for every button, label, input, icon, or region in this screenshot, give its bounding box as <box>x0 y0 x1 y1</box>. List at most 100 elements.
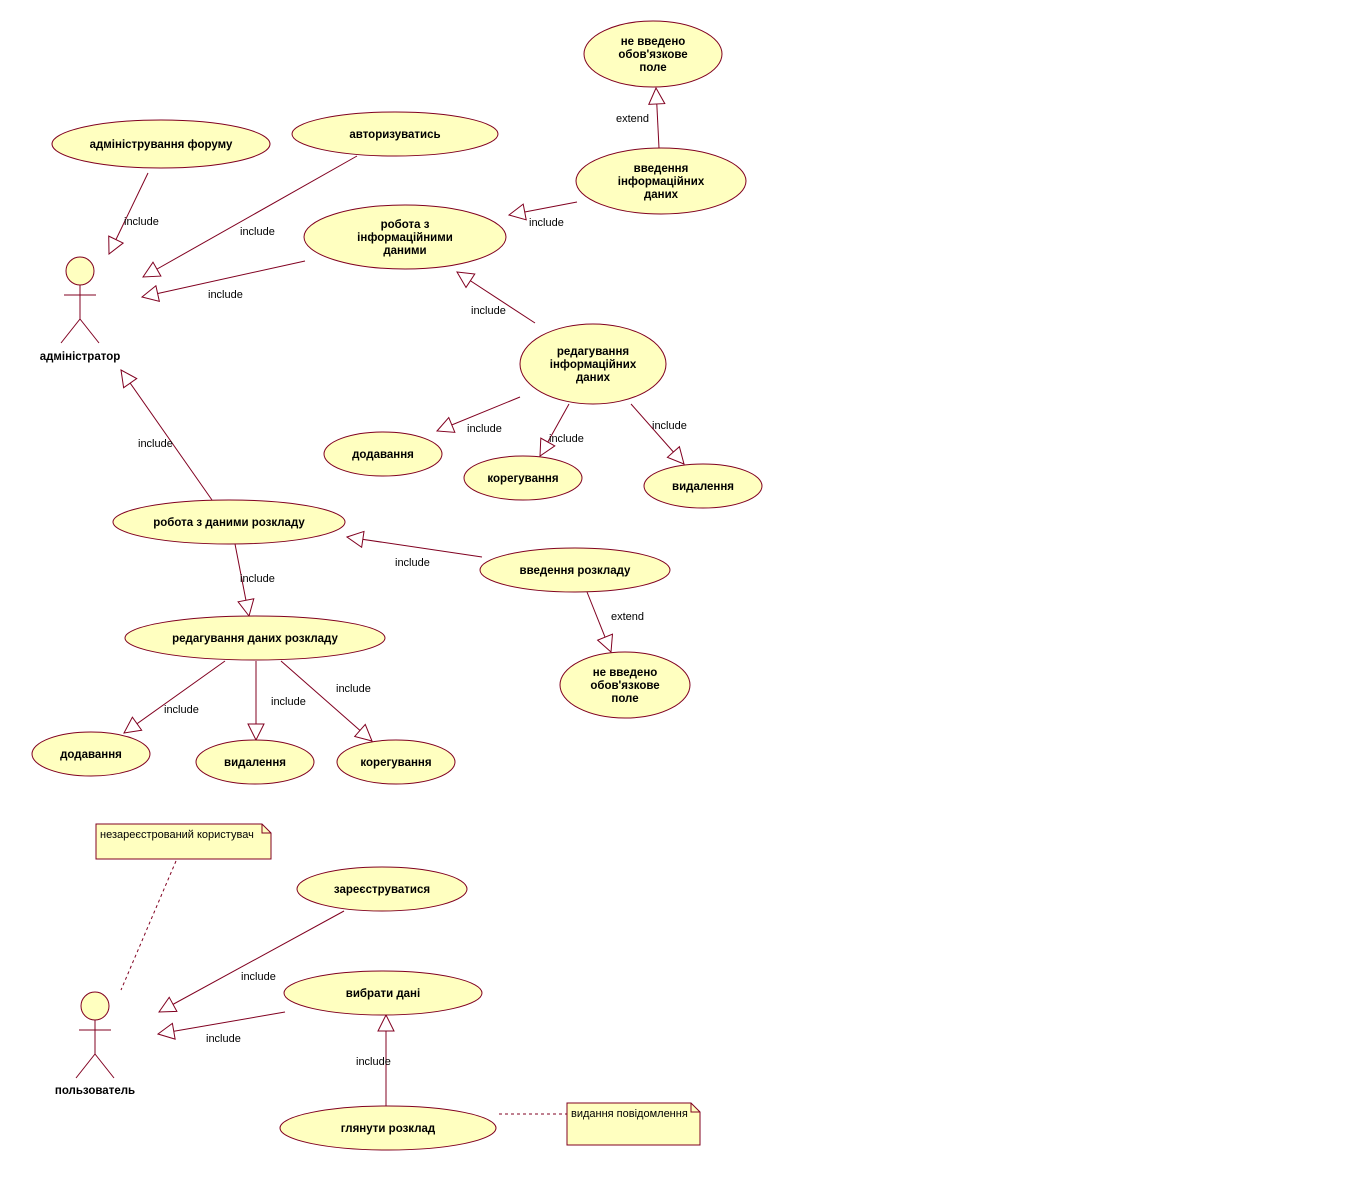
relation-include-7[interactable]: include <box>435 396 521 435</box>
usecase-label: введення розкладу <box>520 565 632 577</box>
relation-include-18[interactable]: include <box>156 1011 286 1045</box>
hollow-triangle-arrowhead <box>142 261 162 278</box>
actor-name: пользователь <box>55 1085 135 1097</box>
usecase-label: не введено <box>593 667 658 679</box>
usecase-label: видалення <box>672 481 734 493</box>
relation-include-12[interactable]: include <box>234 543 275 618</box>
usecase-label: інформаційними <box>357 232 453 244</box>
relation-include-14[interactable]: include <box>123 660 226 734</box>
usecase-add2[interactable]: додавання <box>31 731 151 777</box>
hollow-triangle-arrowhead <box>507 203 527 221</box>
usecase-enter-schedule[interactable]: введення розкладу <box>479 547 671 593</box>
relation-line <box>141 260 306 298</box>
usecase-edit-schedule[interactable]: редагування даних розкладу <box>124 615 386 661</box>
relation-label: include <box>529 217 564 229</box>
relation-include-11[interactable]: include <box>345 530 483 569</box>
relation-include-6[interactable]: include <box>456 271 536 324</box>
hollow-triangle-arrowhead <box>353 723 373 742</box>
relation-label: include <box>138 438 173 450</box>
usecase-admin-forum[interactable]: адміністрування форуму <box>51 119 271 169</box>
relation-label: include <box>356 1056 391 1068</box>
usecase-label: інформаційних <box>618 176 705 188</box>
hollow-triangle-arrowhead <box>108 235 125 256</box>
relation-include-17[interactable]: include <box>158 910 345 1013</box>
usecase-label: обов'язкове <box>618 49 687 61</box>
actor-admin[interactable]: адміністратор <box>40 256 121 363</box>
usecase-ellipse <box>31 731 151 777</box>
usecase-ellipse <box>296 866 468 912</box>
usecase-work-schedule[interactable]: робота з даними розкладу <box>112 499 346 545</box>
usecase-label: редагування даних розкладу <box>172 633 338 645</box>
usecase-ellipse <box>51 119 271 169</box>
usecase-ellipse <box>479 547 671 593</box>
usecase-label: зареєструватися <box>334 884 430 896</box>
hollow-triangle-arrowhead <box>158 996 178 1013</box>
usecase-ellipse <box>519 323 667 405</box>
usecase-add1[interactable]: додавання <box>323 431 443 477</box>
relation-line <box>157 1011 286 1035</box>
usecase-view-schedule[interactable]: глянути розклад <box>279 1105 497 1151</box>
usecase-delete2[interactable]: видалення <box>195 739 315 785</box>
usecase-label: корегування <box>487 473 558 485</box>
relation-include-5[interactable]: include <box>507 201 578 229</box>
note-corner-fold-icon <box>690 1103 700 1113</box>
note-body <box>95 823 272 860</box>
usecase-ellipse <box>336 739 456 785</box>
relation-include-1[interactable]: include <box>108 172 159 256</box>
relation-include-10[interactable]: include <box>120 369 213 501</box>
relation-line <box>346 536 483 558</box>
relation-include-9[interactable]: include <box>630 403 687 465</box>
usecase-delete1[interactable]: видалення <box>643 463 763 509</box>
relation-label: include <box>124 216 159 228</box>
relation-line <box>142 155 358 278</box>
relation-label: extend <box>611 611 644 623</box>
usecase-ellipse <box>643 463 763 509</box>
note-body <box>566 1102 701 1146</box>
note-note-unreg[interactable]: незареєстрований користувач <box>95 823 272 860</box>
relation-include-8[interactable]: include <box>539 403 584 457</box>
usecase-label: авторизуватись <box>349 129 440 141</box>
usecase-label: робота з даними розкладу <box>153 517 305 529</box>
relation-extend-4[interactable]: extend <box>616 86 666 149</box>
actor-user[interactable]: пользователь <box>55 991 135 1097</box>
usecase-select-data[interactable]: вибрати дані <box>283 970 483 1016</box>
usecase-correct2[interactable]: корегування <box>336 739 456 785</box>
relation-include-2[interactable]: include <box>142 155 358 278</box>
relation-label: extend <box>616 113 649 125</box>
usecase-label: даних <box>576 372 611 384</box>
relation-include-19[interactable]: include <box>356 1013 395 1106</box>
relation-include-16[interactable]: include <box>280 660 373 742</box>
usecase-label: даних <box>644 189 679 201</box>
relation-extend-13[interactable]: extend <box>586 591 644 654</box>
usecase-ellipse <box>463 455 583 501</box>
relation-label: include <box>271 696 306 708</box>
usecase-label: додавання <box>352 449 414 461</box>
relation-label: include <box>240 226 275 238</box>
relation-include-15[interactable]: include <box>247 661 306 742</box>
usecase-label: глянути розклад <box>341 1123 436 1135</box>
usecase-label: введення <box>634 163 689 175</box>
relation-label: include <box>395 557 430 569</box>
usecase-label: вибрати дані <box>346 988 420 1000</box>
note-text: видання повідомлення <box>571 1108 688 1120</box>
usecase-correct1[interactable]: корегування <box>463 455 583 501</box>
usecase-register[interactable]: зареєструватися <box>296 866 468 912</box>
usecase-label: не введено <box>621 36 686 48</box>
usecase-label: редагування <box>557 346 629 358</box>
relation-label: include <box>164 704 199 716</box>
usecase-authorize[interactable]: авторизуватись <box>291 111 499 157</box>
usecase-ellipse <box>279 1105 497 1151</box>
usecase-label: даними <box>383 245 426 257</box>
usecase-label: адміністрування форуму <box>90 139 233 151</box>
relation-include-3[interactable]: include <box>140 260 306 303</box>
note-note-msg[interactable]: видання повідомлення <box>566 1102 701 1146</box>
usecase-label: видалення <box>224 757 286 769</box>
usecase-ellipse <box>124 615 386 661</box>
hollow-triangle-arrowhead <box>120 369 138 389</box>
usecase-ellipse <box>583 20 723 88</box>
